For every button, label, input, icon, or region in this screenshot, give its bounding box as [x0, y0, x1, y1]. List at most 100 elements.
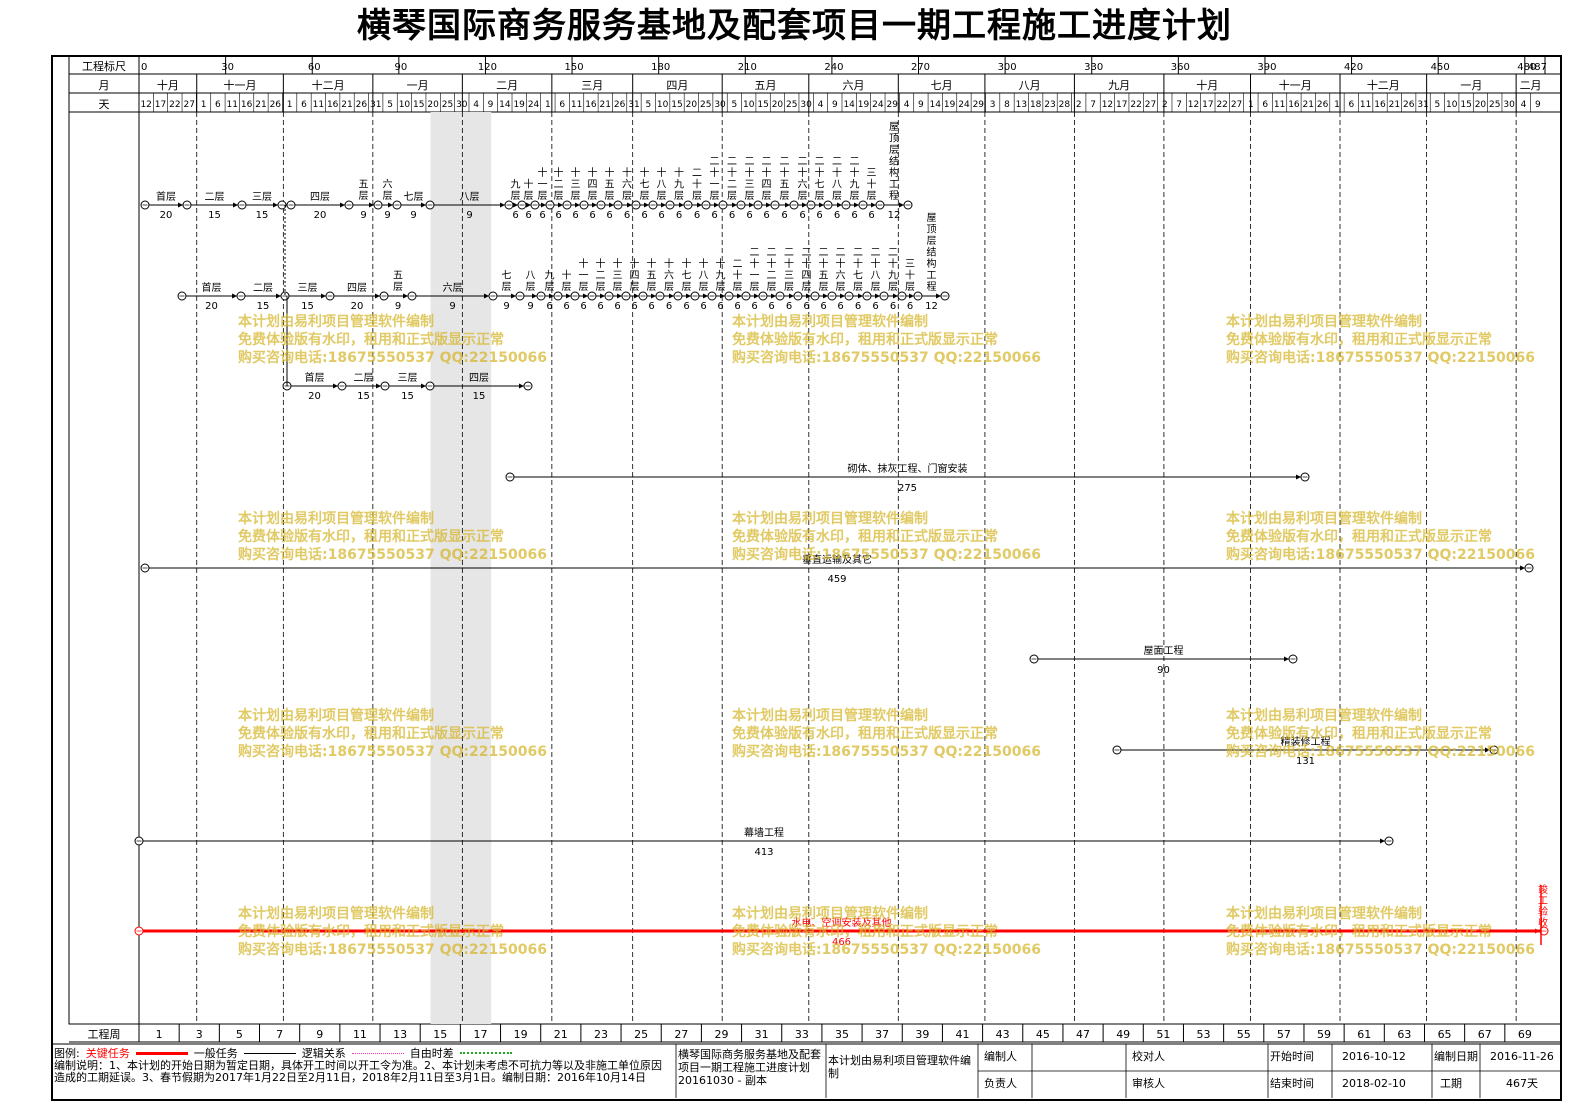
activity-name-char: 十 [767, 257, 777, 270]
scale-tick-label: 240 [824, 62, 843, 73]
activity-duration: 6 [803, 301, 809, 312]
activity-duration: 12 [888, 210, 901, 221]
activity-duration: 9 [527, 301, 533, 312]
day-cell: 30 [456, 100, 468, 110]
activity-name: 三层 [252, 191, 272, 203]
page-title: 横琴国际商务服务基地及配套项目一期工程施工进度计划 [357, 6, 1232, 46]
day-cell: 31 [370, 100, 381, 110]
start-label: 开始时间 [1270, 1050, 1314, 1063]
day-cell: 4 [904, 100, 910, 110]
activity-duration: 15 [357, 391, 370, 402]
month-cell: 七月 [931, 79, 953, 92]
day-cell: 4 [473, 100, 479, 110]
activity-name-char: 层 [502, 281, 512, 293]
arrow-head [644, 202, 649, 208]
arrow-head [749, 202, 754, 208]
week-cell: 27 [674, 1028, 688, 1041]
activity-name-char: 顶 [889, 133, 899, 145]
activity-name-char: 层 [596, 281, 606, 293]
task-name: 砌体、抹灰工程、门窗安装 [848, 462, 968, 475]
activity-name-char: 层 [647, 281, 657, 293]
month-cell: 十月 [1196, 78, 1218, 92]
activity-name-char: 层 [538, 190, 548, 202]
activity-duration: 6 [580, 301, 586, 312]
day-cell: 15 [671, 100, 682, 110]
activity-name-char: 十 [716, 257, 726, 270]
arrow-head [771, 293, 776, 299]
activity-name-char: 十 [524, 178, 534, 191]
week-cell: 35 [835, 1028, 849, 1041]
arrow-head [333, 383, 338, 389]
activity-name-char: 十 [784, 257, 794, 270]
activity-duration: 6 [907, 301, 913, 312]
scale-tick-label: 360 [1171, 62, 1190, 73]
activity-name-char: 二 [836, 248, 846, 259]
day-cell: 6 [1348, 100, 1354, 110]
activity-name-char: 七 [853, 270, 863, 282]
day-cell: 4 [818, 100, 824, 110]
activity-name-char: 三 [905, 259, 915, 270]
month-cell: 十月 [157, 78, 179, 92]
activity-name-char: 十 [832, 166, 842, 179]
activity-name-char: 层 [888, 281, 898, 293]
arrow-head [617, 293, 622, 299]
arrow-head [1485, 747, 1490, 753]
month-cell: 六月 [843, 79, 865, 92]
week-cell: 51 [1156, 1028, 1170, 1041]
activity-name-char: 三 [745, 180, 755, 191]
activity-name-char: 十 [579, 257, 589, 270]
day-cell: 29 [973, 100, 985, 110]
week-cell: 37 [875, 1028, 889, 1041]
day-cell: 2 [1076, 100, 1082, 110]
activity-duration: 6 [606, 210, 612, 221]
activity-duration: 6 [589, 210, 595, 221]
arrow-head [388, 202, 393, 208]
day-cell: 11 [227, 100, 238, 110]
legend-float-line [459, 1052, 512, 1054]
day-cell: 10 [743, 100, 755, 110]
activity-name-char: 七 [502, 270, 512, 282]
day-cell: 30 [800, 100, 812, 110]
activity-name-char: 十 [733, 269, 743, 282]
activity-name-char: 层 [798, 190, 808, 202]
activity-name-char: 九 [888, 270, 898, 282]
arrow-head [806, 293, 811, 299]
completion-label-char: 验 [1538, 905, 1548, 918]
activity-name-char: 六 [836, 270, 846, 282]
arrow-head [541, 202, 546, 208]
scale-tick-label: 210 [738, 62, 757, 73]
day-cell: 25 [1489, 100, 1500, 110]
activity-name-char: 层 [784, 281, 794, 293]
legend: 图例: 关键任务 一般任务 逻辑关系 自由时差 [54, 1046, 518, 1060]
activity-name-char: 十 [596, 257, 606, 270]
arrow-head [549, 293, 554, 299]
arrow-head [766, 202, 771, 208]
day-cell: 27 [1231, 100, 1242, 110]
scale-label: 工程标尺 [82, 59, 126, 73]
activity-duration: 6 [512, 210, 518, 221]
week-cell: 3 [196, 1028, 203, 1041]
arrow-head [1296, 474, 1301, 480]
week-cell: 43 [996, 1028, 1010, 1041]
week-cell: 13 [393, 1028, 407, 1041]
arrow-head [566, 293, 571, 299]
day-cell: 30 [714, 100, 726, 110]
activity-name-char: 二 [832, 157, 842, 168]
activity-name-char: 三 [867, 168, 877, 179]
day-cell: 20 [1475, 100, 1487, 110]
activity-name-char: 六 [798, 179, 808, 191]
week-cell: 49 [1116, 1028, 1130, 1041]
activity-name-char: 四 [588, 180, 598, 191]
activity-duration: 9 [449, 301, 455, 312]
task-name: 水电、空调安装及其他 [792, 916, 892, 929]
day-cell: 10 [399, 100, 411, 110]
activity-name-char: 层 [393, 281, 403, 293]
activity-name-char: 层 [524, 190, 534, 202]
day-cell: 17 [1116, 100, 1127, 110]
legend-float-label: 自由时差 [409, 1047, 454, 1060]
activity-name-char: 十 [605, 166, 615, 179]
arrow-head [1284, 656, 1289, 662]
activity-duration: 6 [837, 301, 843, 312]
arrow-head [840, 293, 845, 299]
activity-name-char: 层 [819, 281, 829, 293]
